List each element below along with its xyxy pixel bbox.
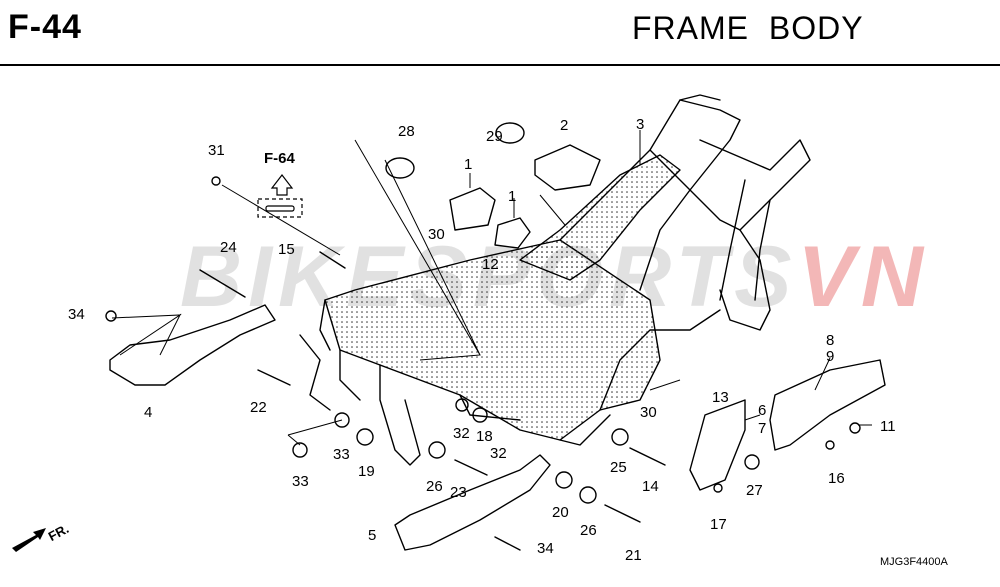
callout-23[interactable]: 23 (450, 484, 467, 501)
callout-21[interactable]: 21 (625, 547, 642, 564)
callout-33b[interactable]: 33 (292, 473, 309, 490)
callout-14[interactable]: 14 (642, 478, 659, 495)
callout-9[interactable]: 9 (826, 348, 835, 365)
diagram-code: MJG3F4400A (880, 556, 948, 568)
callout-26b[interactable]: 26 (580, 522, 597, 539)
callout-5[interactable]: 5 (368, 527, 377, 544)
callout-3[interactable]: 3 (636, 116, 645, 133)
reference-label: F-64 (264, 150, 295, 167)
callout-12[interactable]: 12 (482, 256, 499, 273)
callout-19[interactable]: 19 (358, 463, 375, 480)
callout-11[interactable]: 11 (880, 418, 896, 435)
callout-20[interactable]: 20 (552, 504, 569, 521)
callout-16[interactable]: 16 (828, 470, 845, 487)
callout-1b[interactable]: 1 (508, 188, 517, 205)
header-divider (0, 64, 1000, 66)
diagram-title: FRAME BODY (632, 10, 864, 46)
callout-27[interactable]: 27 (746, 482, 763, 499)
callout-31[interactable]: 31 (208, 142, 225, 159)
callout-25[interactable]: 25 (610, 459, 627, 476)
callout-7[interactable]: 7 (758, 420, 767, 437)
callout-29[interactable]: 29 (486, 128, 503, 145)
callout-4[interactable]: 4 (144, 404, 153, 421)
callout-8[interactable]: 8 (826, 332, 835, 349)
callout-1a[interactable]: 1 (464, 156, 473, 173)
callout-30a[interactable]: 30 (428, 226, 445, 243)
callout-26a[interactable]: 26 (426, 478, 443, 495)
callout-30b[interactable]: 30 (640, 404, 657, 421)
callout-24[interactable]: 24 (220, 239, 237, 256)
callout-17[interactable]: 17 (710, 516, 727, 533)
callout-18[interactable]: 18 (476, 428, 493, 445)
callout-22[interactable]: 22 (250, 399, 267, 416)
callout-32a[interactable]: 32 (453, 425, 470, 442)
callout-33a[interactable]: 33 (333, 446, 350, 463)
callout-13[interactable]: 13 (712, 389, 729, 406)
callout-2[interactable]: 2 (560, 117, 569, 134)
callout-32b[interactable]: 32 (490, 445, 507, 462)
callout-34b[interactable]: 34 (537, 540, 554, 557)
callout-28[interactable]: 28 (398, 123, 415, 140)
callout-15[interactable]: 15 (278, 241, 295, 258)
callout-34a[interactable]: 34 (68, 306, 85, 323)
section-code: F-44 (8, 8, 82, 46)
callout-6[interactable]: 6 (758, 402, 767, 419)
